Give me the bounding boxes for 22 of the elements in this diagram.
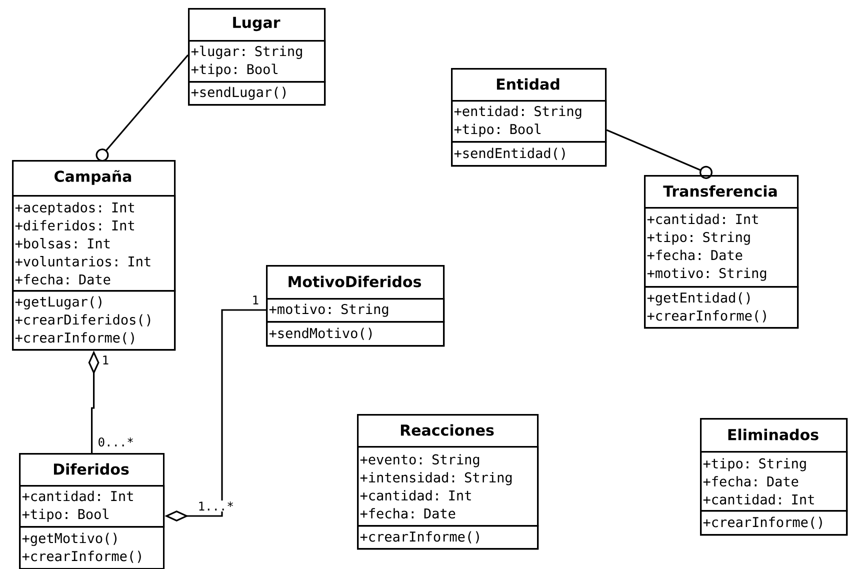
method-list: +getMotivo() +crearInforme() [19, 526, 165, 569]
attribute-list: +evento: String +intensidad: String +cantidad: Int +fecha: Date [357, 446, 539, 527]
association-line [96, 54, 189, 162]
multiplicity-label: 0...* [96, 436, 135, 448]
method-list: +getLugar() +crearDiferidos() +crearInforme() [12, 290, 176, 351]
attribute-list: +entidad: String +tipo: Bool [451, 100, 607, 143]
association-line [606, 129, 713, 179]
method-list: +crearInforme() [357, 525, 539, 550]
attribute-list: +aceptados: Int +diferidos: Int +bolsas: Int +voluntarios: Int +fecha: Date [12, 195, 176, 292]
attribute-list: +lugar: String +tipo: Bool [188, 40, 326, 83]
method-list: +sendLugar() [188, 81, 326, 106]
attribute-list: +motivo: String [266, 298, 445, 323]
method-list: +getEntidad() +crearInforme() [644, 286, 799, 329]
method-list: +crearInforme() [700, 510, 848, 536]
method-list: +sendEntidad() [451, 141, 607, 167]
attribute-list: +tipo: String +fecha: Date +cantidad: Int [700, 451, 848, 512]
attribute-list: +cantidad: Int +tipo: String +fecha: Date +motivo: String [644, 207, 799, 288]
attribute-list: +cantidad: Int +tipo: Bool [19, 485, 165, 528]
multiplicity-label: 1 [250, 294, 260, 306]
multiplicity-label: 1 [100, 354, 110, 366]
method-list: +sendMotivo() [266, 321, 445, 347]
multiplicity-label: 1...* [196, 500, 235, 512]
